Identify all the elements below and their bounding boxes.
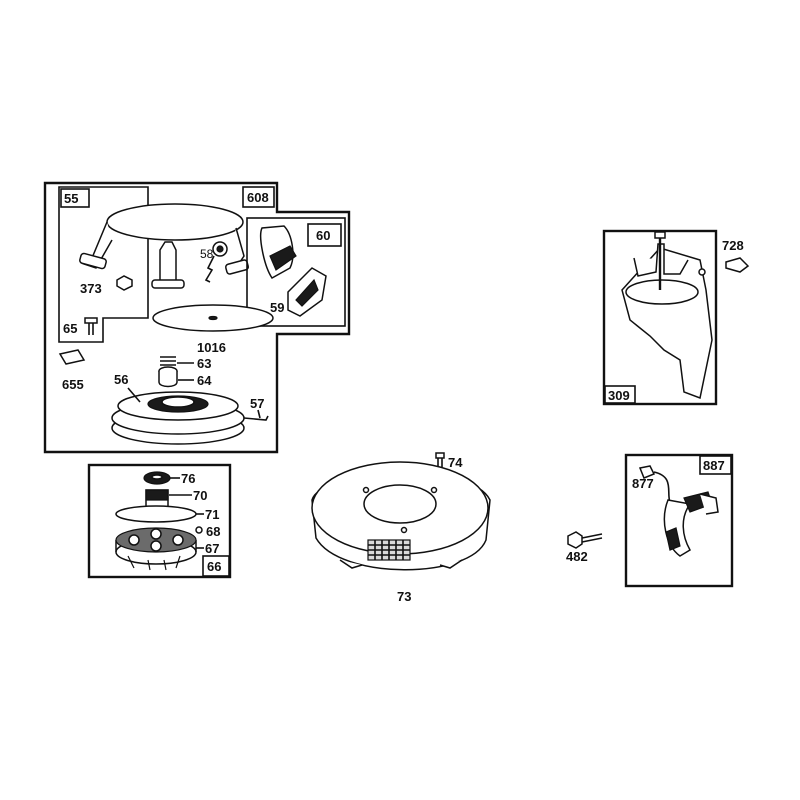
label-877: 877 xyxy=(632,476,654,491)
box-309-tag xyxy=(604,385,636,404)
label-67: 67 xyxy=(205,541,219,556)
label-70: 70 xyxy=(193,488,207,503)
label-68: 68 xyxy=(206,524,220,539)
part-63-spring xyxy=(160,356,194,366)
part-655-washer xyxy=(58,349,86,365)
label-76: 76 xyxy=(181,471,195,486)
part-74-screw xyxy=(435,452,445,467)
fuel-part-group: 309 728 xyxy=(602,229,750,406)
clutch-assembly-group: 66 76 70 71 68 xyxy=(87,463,232,579)
part-71-cover xyxy=(115,505,204,523)
label-57: 57 xyxy=(250,396,264,411)
frame-66 xyxy=(87,463,232,579)
label-63: 63 xyxy=(197,356,211,371)
label-482: 482 xyxy=(566,549,588,564)
part-56-pulley xyxy=(111,391,269,445)
label-65: 65 xyxy=(63,321,77,336)
ignition-group: 887 877 482 xyxy=(566,453,734,588)
part-58-screw xyxy=(204,241,228,283)
blower-housing xyxy=(79,203,249,289)
label-887: 887 xyxy=(703,458,725,473)
frame-608 xyxy=(43,181,351,454)
label-64: 64 xyxy=(197,373,212,388)
label-71: 71 xyxy=(205,507,219,522)
label-1016: 1016 xyxy=(197,340,226,355)
part-73-shroud xyxy=(311,461,491,571)
box-887-tag xyxy=(699,455,732,475)
frame-309 xyxy=(602,229,718,406)
label-655: 655 xyxy=(62,377,84,392)
part-877-armature xyxy=(638,465,719,557)
label-73: 73 xyxy=(397,589,411,604)
label-55: 55 xyxy=(64,191,78,206)
leader-56 xyxy=(127,387,141,403)
label-59: 59 xyxy=(270,300,284,315)
part-76-washer xyxy=(143,471,180,485)
part-482-screw xyxy=(567,531,603,549)
box-66-tag xyxy=(202,555,230,577)
starter-assembly-group: 608 55 58 373 65 xyxy=(43,181,351,454)
part-373-nut xyxy=(116,275,133,291)
box-60-tag xyxy=(307,223,342,247)
part-64-cap xyxy=(158,366,194,388)
part-728-clip xyxy=(725,257,750,273)
label-74: 74 xyxy=(448,455,463,470)
part-67-housing xyxy=(115,527,204,571)
frame-55 xyxy=(58,186,149,343)
label-56: 56 xyxy=(114,372,128,387)
box-608-tag xyxy=(242,186,275,208)
label-66: 66 xyxy=(207,559,221,574)
leader-57 xyxy=(257,409,261,419)
label-608: 608 xyxy=(247,190,269,205)
label-373: 373 xyxy=(80,281,102,296)
label-728: 728 xyxy=(722,238,744,253)
part-309-body xyxy=(621,231,713,400)
label-309: 309 xyxy=(608,388,630,403)
frame-887 xyxy=(624,453,734,588)
label-58: 58 xyxy=(200,247,214,261)
part-59-insert xyxy=(287,267,327,317)
frame-60 xyxy=(246,217,346,327)
part-60-handle xyxy=(260,225,297,279)
shroud-group: 74 73 xyxy=(311,452,491,604)
label-60: 60 xyxy=(316,228,330,243)
part-1016-screen xyxy=(152,304,274,332)
box-55-tag xyxy=(60,188,90,208)
shroud-grille xyxy=(367,539,411,561)
part-68-ball xyxy=(195,526,203,534)
part-65-screw xyxy=(84,317,98,335)
